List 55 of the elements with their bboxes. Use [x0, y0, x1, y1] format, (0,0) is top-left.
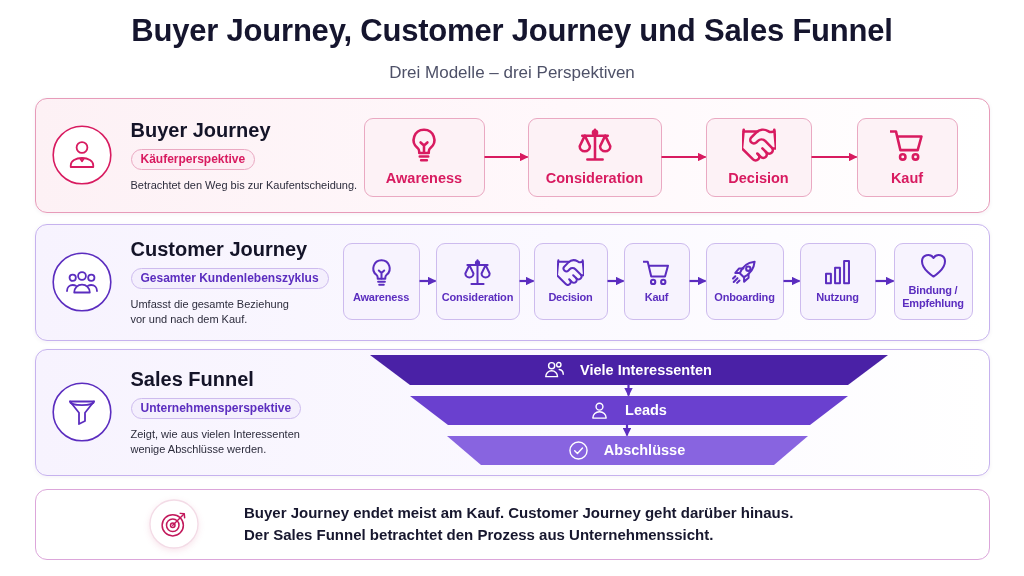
arrow	[607, 276, 625, 286]
stage-label: Decision	[548, 290, 593, 304]
stage-label: Awareness	[385, 169, 463, 187]
section-title: Buyer Journey	[130, 117, 271, 142]
stage-box	[623, 242, 690, 320]
section-panel	[35, 98, 990, 213]
stage-box	[705, 242, 784, 320]
stage-box	[342, 242, 420, 320]
section-panel	[35, 349, 990, 476]
funnel-level	[369, 354, 888, 385]
funnel-level	[446, 435, 808, 465]
arrow	[484, 152, 529, 162]
stage-label: Consideration	[545, 169, 644, 187]
section-title: Sales Funnel	[130, 367, 254, 391]
arrow	[419, 276, 437, 286]
note-text: Buyer Journey endet meist am Kauf. Customer Journey geht darüber hinaus. Der Sales Funnel betrachtet den Prozess aus Unternehmenssicht.	[244, 503, 795, 545]
stage-label: Decision	[728, 169, 789, 187]
stage-label: Onboarding	[714, 290, 775, 304]
stage-box	[533, 242, 608, 320]
arrow	[519, 276, 535, 286]
stage-label: Bindung / Empfehlung	[901, 284, 965, 310]
stage-label: Kauf	[644, 290, 669, 304]
diagram-title: Buyer Journey, Customer Journey und Sales Funnel	[131, 12, 893, 50]
section-description: Betrachtet den Weg bis zur Kaufentscheidung.	[130, 177, 358, 193]
arrow	[811, 152, 858, 162]
stage-label: Nutzung	[816, 290, 859, 304]
arrow	[622, 424, 632, 437]
arrow	[875, 276, 895, 286]
section-title: Customer Journey	[130, 237, 308, 261]
perspective-tag: Käuferperspektive	[130, 148, 256, 170]
stage-box	[705, 117, 812, 197]
stage-label: Consideration	[441, 290, 514, 304]
funnel-label: Viele Interessenten	[580, 360, 712, 379]
arrow	[661, 152, 707, 162]
stage-box	[799, 242, 876, 320]
section-description: Zeigt, wie aus vielen Interessenten wenige Abschlüsse werden.	[130, 427, 301, 457]
stage-box	[435, 242, 520, 320]
stage-label: Kauf	[890, 169, 924, 187]
arrow	[689, 276, 707, 286]
funnel-label: Abschlüsse	[603, 441, 686, 459]
stage-box	[893, 242, 973, 320]
funnel-level	[409, 395, 848, 425]
stage-label: Awareness	[352, 290, 410, 304]
perspective-tag: Unternehmensperspektive	[130, 398, 302, 419]
note-panel	[35, 489, 990, 560]
arrow	[783, 276, 801, 286]
subtitle: Drei Modelle – drei Perspektiven	[389, 62, 635, 84]
arrow	[624, 384, 633, 397]
perspective-tag: Gesamter Kundenlebenszyklus	[130, 268, 329, 289]
stage-box	[856, 117, 958, 197]
section-description: Umfasst die gesamte Beziehung vor und nach dem Kauf.	[130, 297, 290, 327]
funnel-label: Leads	[625, 401, 667, 419]
stage-box	[363, 117, 485, 197]
stage-box	[527, 117, 662, 197]
section-panel	[35, 224, 990, 341]
